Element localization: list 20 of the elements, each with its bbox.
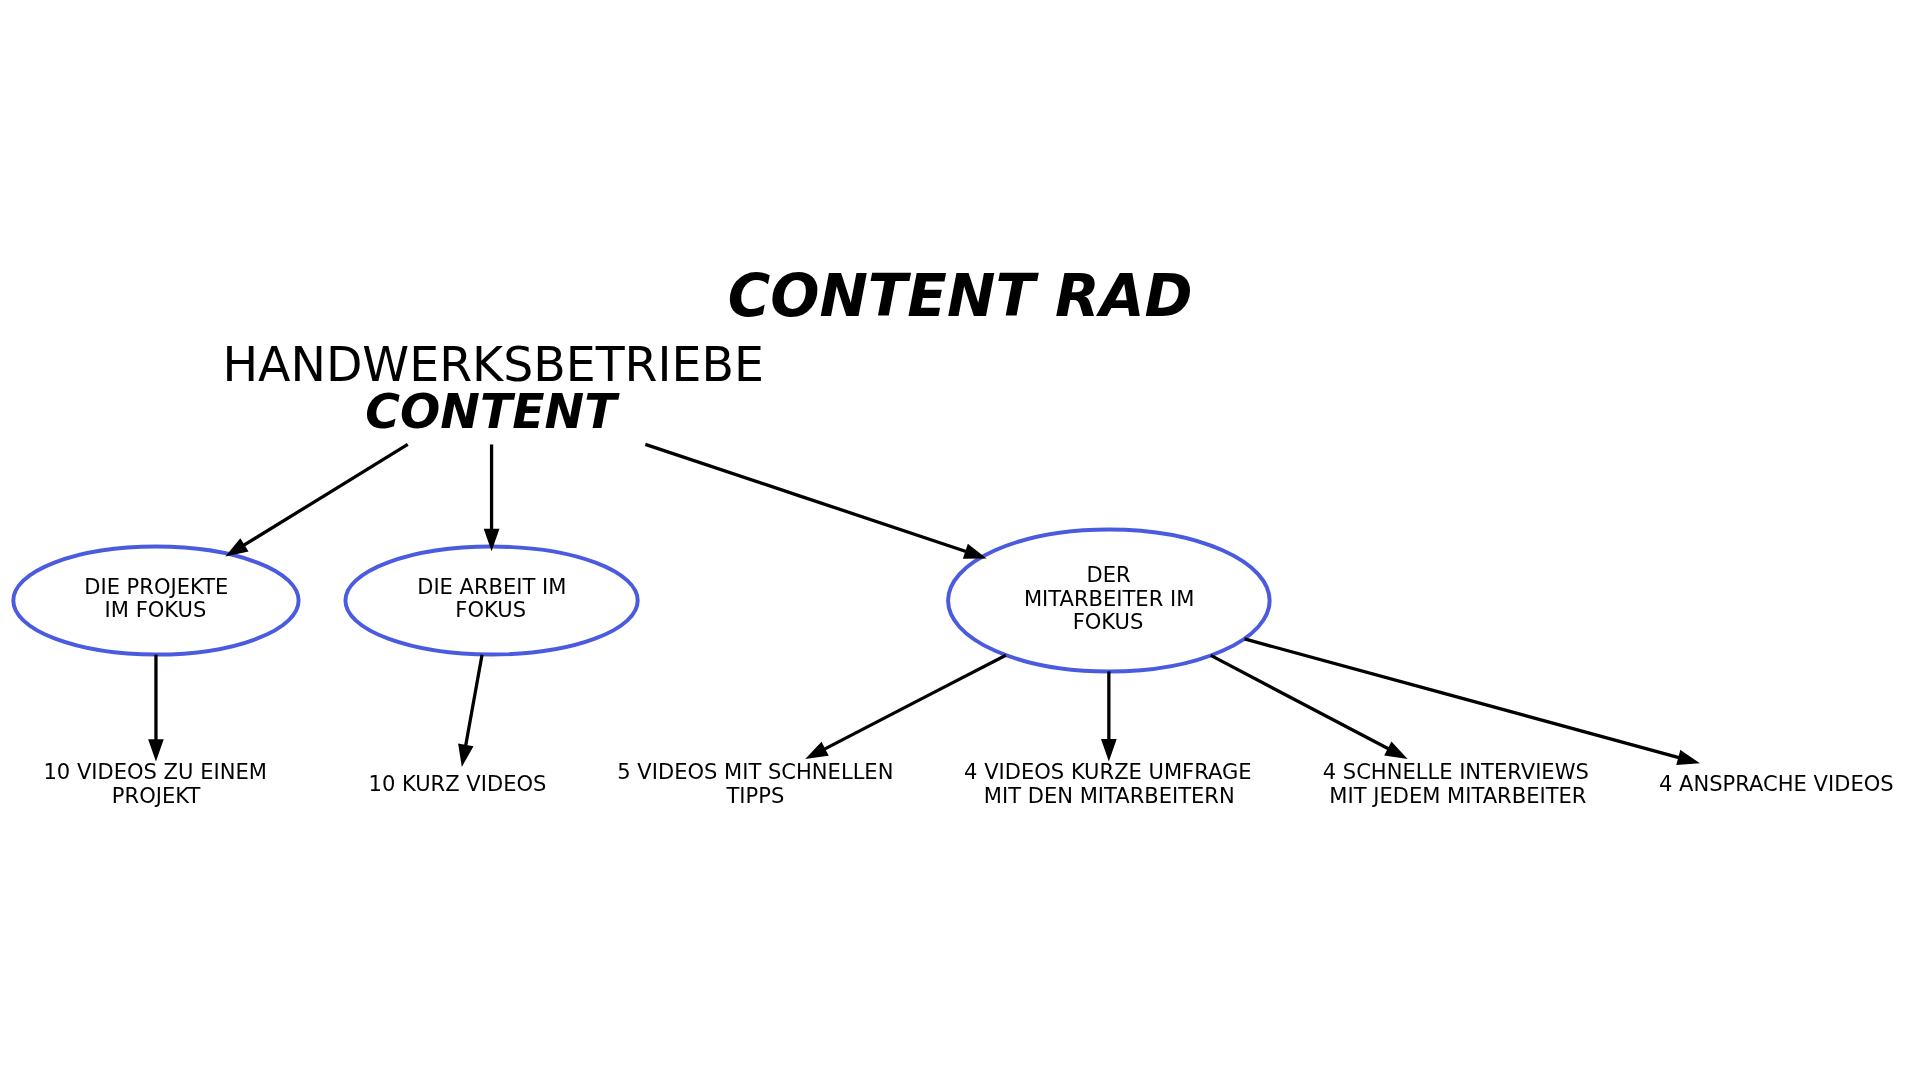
arrow xyxy=(1210,653,1408,759)
arrow xyxy=(805,653,1007,760)
arrow xyxy=(148,654,164,762)
diagram-title: CONTENT RAD xyxy=(727,261,1193,330)
arrow xyxy=(1101,671,1117,762)
node-text: 10 VIDEOS ZU EINEM PROJEKT xyxy=(43,758,267,808)
arrow xyxy=(483,444,500,552)
node-text: 5 VIDEOS MIT SCHNELLEN TIPPS xyxy=(617,758,894,808)
node-text: 4 SCHNELLE INTERVIEWS MIT JEDEM MITARBEITER xyxy=(1322,758,1589,808)
node-ellipse: DIE ARBEIT IM FOKUS xyxy=(343,544,640,657)
node-text: 10 KURZ VIDEOS xyxy=(368,770,547,796)
arrow xyxy=(644,442,987,559)
node-ellipse: DER MITARBEITER IM FOKUS xyxy=(946,527,1272,674)
node-ellipse: DIE PROJEKTE IM FOKUS xyxy=(11,544,301,657)
arrow xyxy=(458,654,484,767)
arrow xyxy=(1244,637,1700,765)
arrow xyxy=(225,443,409,557)
node-text: 4 VIDEOS KURZE UMFRAGE MIT DEN MITARBEITERN xyxy=(964,758,1252,808)
node-text: 4 ANSPRACHE VIDEOS xyxy=(1659,770,1894,796)
node-text: HANDWERKSBETRIEBE CONTENT xyxy=(222,336,764,440)
